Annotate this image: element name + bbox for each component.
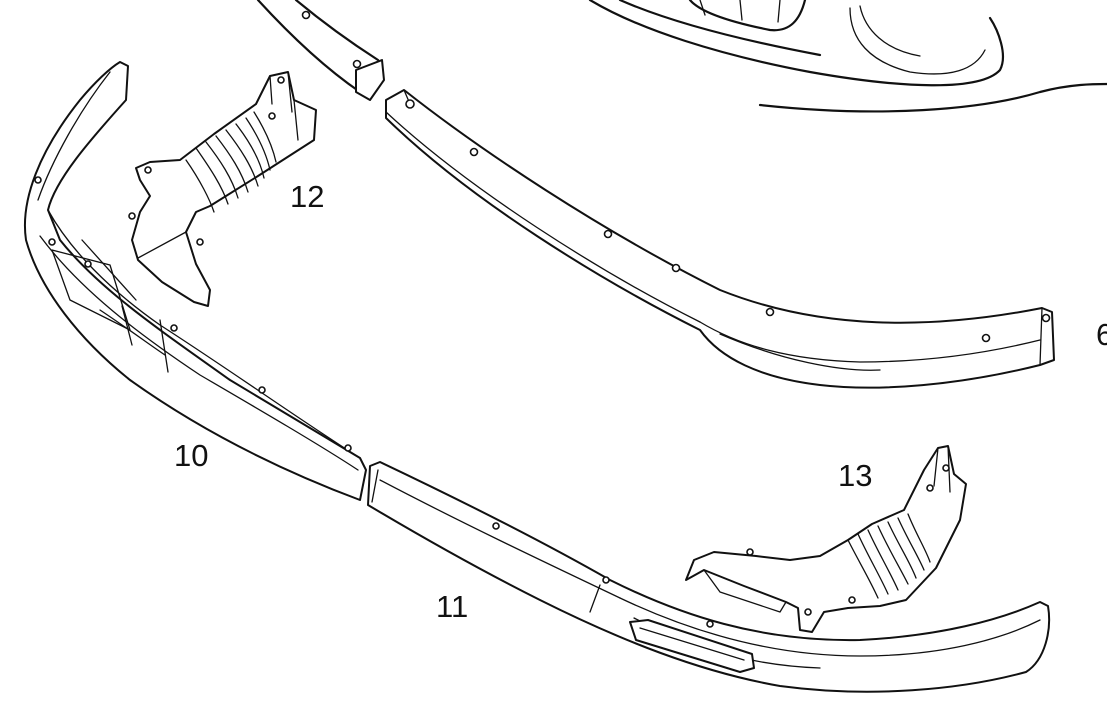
bumper-left-section-part-10 bbox=[24, 61, 367, 501]
air-duct-right-part-13 bbox=[685, 445, 967, 633]
callout-label-13: 13 bbox=[838, 458, 872, 493]
callout-label-11: 11 bbox=[436, 589, 468, 624]
upper-rail-left-segment bbox=[256, 0, 385, 101]
spoiler-rail-part-6 bbox=[385, 89, 1055, 389]
air-duct-left-part-12 bbox=[128, 71, 317, 307]
callout-label-6-partial: 6 bbox=[1096, 317, 1107, 352]
bumper-right-section-part-11 bbox=[367, 461, 1051, 693]
callout-label-10: 10 bbox=[174, 438, 208, 473]
upper-body-panel bbox=[588, 0, 1107, 113]
callout-label-12: 12 bbox=[290, 179, 324, 214]
